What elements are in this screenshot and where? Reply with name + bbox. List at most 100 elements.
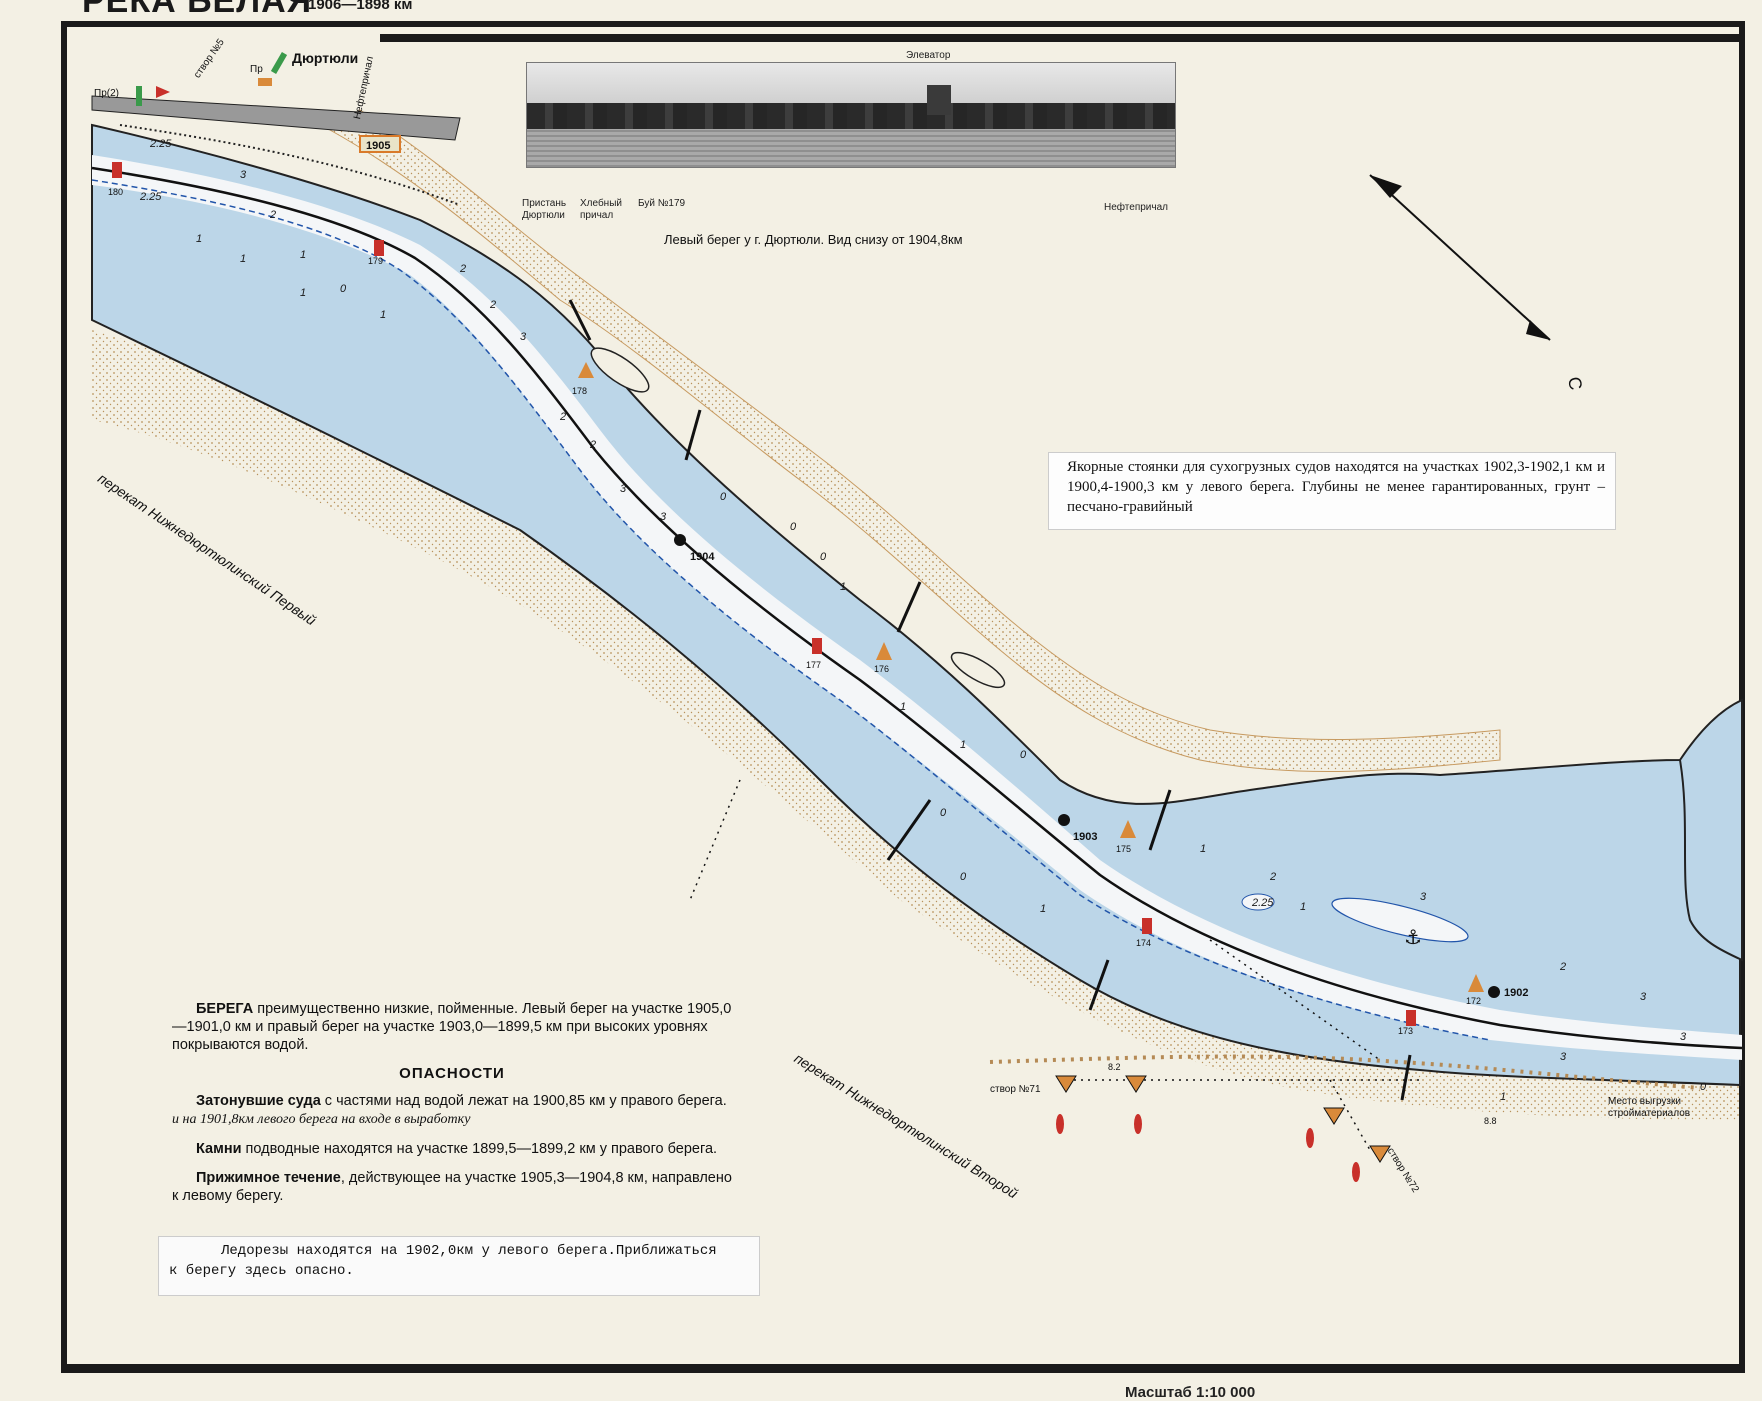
depth-sounding: 3 — [1640, 991, 1647, 1003]
stvor-71-icon — [1055, 1075, 1077, 1093]
depth-sounding: 3 — [660, 511, 667, 523]
depth-sounding: 1 — [300, 287, 306, 299]
stvor-72b-icon — [1369, 1145, 1391, 1163]
buoy-178-icon — [578, 362, 594, 378]
depth-sounding: 2 — [459, 263, 466, 275]
depth-sounding: 0 — [960, 871, 967, 883]
right-bank-edge — [989, 1054, 1701, 1090]
buoy-172-icon — [1468, 974, 1484, 992]
buoy-label-173: 173 — [1398, 1026, 1413, 1036]
km-label-1902: 1902 — [1504, 987, 1528, 999]
sandbar-2 — [950, 651, 1006, 689]
depth-sounding: 2 — [589, 439, 596, 451]
km-label-1905: 1905 — [366, 140, 390, 152]
anchor-icon: ⚓ — [1404, 925, 1422, 949]
right-bank-sand — [92, 330, 1740, 1120]
buoy-180-icon — [112, 162, 122, 178]
depth-8-2: 8.2 — [1108, 1062, 1121, 1072]
buoys: 180 179 178 177 176 175 174 173 172 — [108, 162, 1484, 1036]
photo-label-oil-pier: Нефтепричал — [1104, 202, 1168, 213]
photo-label-grain-pier: Хлебный причал — [580, 198, 622, 221]
depth-sounding: 2 — [1269, 871, 1276, 883]
km-post-1902 — [1488, 986, 1500, 998]
buoy-label-175: 175 — [1116, 844, 1131, 854]
depth-sounding: 1 — [1200, 843, 1206, 855]
depth-8-8: 8.8 — [1484, 1116, 1497, 1126]
isobath-label-2: 2.25 — [139, 191, 162, 203]
pr2-label: Пр(2) — [94, 88, 119, 99]
ice-breaker-note: Ледорезы находятся на 1902,0км у левого … — [158, 1236, 760, 1296]
buoy-label-179: 179 — [368, 256, 383, 266]
town-label: Дюртюли — [292, 50, 359, 66]
channel-edge-dashed — [91, 179, 1491, 1041]
depth-sounding: 2 — [1559, 961, 1566, 973]
depth-sounding: 3 — [1680, 1031, 1687, 1043]
buoy-label-178: 178 — [572, 386, 587, 396]
depth-sounding: 1 — [900, 701, 906, 713]
isobath-label-1: 2.25 — [149, 138, 172, 150]
pr-label-top: Пр — [250, 64, 263, 75]
beacon-green-2-icon — [270, 51, 288, 75]
north-arrow-icon — [1369, 174, 1551, 341]
depth-sounding: 1 — [300, 249, 306, 261]
depth-sounding: 3 — [1420, 891, 1427, 903]
depth-sounding: 1 — [1300, 901, 1306, 913]
depth-sounding: 0 — [820, 551, 827, 563]
chart-km-range: 1906—1898 км — [308, 0, 413, 13]
buoy-label-180: 180 — [108, 187, 123, 197]
depth-sounding: 1 — [240, 253, 246, 265]
stvor-71b-icon — [1125, 1075, 1147, 1093]
depth-sounding: 2 — [269, 209, 276, 221]
range-lines — [689, 779, 1420, 1151]
isobath-label-3: 2.25 — [1251, 897, 1274, 909]
anchorage-note: Якорные стоянки для сухогрузных судов на… — [1048, 452, 1616, 530]
km-label-1904: 1904 — [690, 551, 715, 563]
chart-title: РЕКА БЕЛАЯ — [82, 0, 313, 20]
town-beacons — [136, 51, 288, 106]
km-post-1903 — [1058, 814, 1070, 826]
current-note: Прижимное течение, действующее на участк… — [172, 1170, 732, 1204]
town-embankment — [91, 95, 461, 141]
depth-sounding: 0 — [720, 491, 727, 503]
beacon-flag-icon — [156, 86, 170, 98]
north-arrow-letter: С — [1564, 375, 1586, 391]
sandbar-3 — [1331, 897, 1469, 943]
red-marker-2-icon — [1134, 1114, 1142, 1134]
depth-sounding: 1 — [1040, 903, 1046, 915]
km-label-1903: 1903 — [1073, 831, 1097, 843]
depth-sounding: 1 — [196, 233, 202, 245]
stones-note: Камни подводные находятся на участке 189… — [196, 1141, 718, 1157]
banks-note: БЕРЕГА преимущественно низкие, пойменные… — [172, 1001, 732, 1053]
buoy-label-176: 176 — [874, 664, 889, 674]
photo-label-buoy: Буй №179 — [638, 198, 686, 209]
groins — [568, 299, 1412, 1101]
ice-note-line-2: к берегу здесь опасно. — [169, 1263, 354, 1279]
depth-sounding: 3 — [620, 483, 627, 495]
beacon-orange-icon — [258, 78, 272, 86]
photo-caption: Левый берег у г. Дюртюли. Вид снизу от 1… — [664, 232, 963, 247]
km-posts: 1904 1903 1902 1905 — [359, 135, 1528, 999]
red-marker-3-icon — [1306, 1128, 1314, 1148]
dangers-heading: ОПАСНОСТИ — [399, 1065, 505, 1082]
buoy-173-icon — [1406, 1010, 1416, 1026]
buoy-179-icon — [374, 240, 384, 256]
red-marker-1-icon — [1056, 1114, 1064, 1134]
depth-sounding: 0 — [790, 521, 797, 533]
depth-sounding: 3 — [1560, 1051, 1567, 1063]
pier-railway — [119, 124, 461, 206]
unload-site-label: Место выгрузки стройматериалов — [1608, 1096, 1691, 1119]
buoy-label-174: 174 — [1136, 938, 1151, 948]
wreck-note: Затонувшие суда с частями над водой лежа… — [172, 1093, 727, 1127]
stvor-72-icon — [1323, 1107, 1345, 1125]
buoy-175-icon — [1120, 820, 1136, 838]
left-bank-sand — [329, 109, 1501, 773]
buoy-label-177: 177 — [806, 660, 821, 670]
depth-sounding: 2 — [559, 411, 566, 423]
depth-sounding: 0 — [1700, 1081, 1707, 1093]
depth-sounding: 0 — [1020, 749, 1027, 761]
buoy-177-icon — [812, 638, 822, 654]
depth-sounding: 1 — [380, 309, 386, 321]
depth-sounding: 0 — [340, 283, 347, 295]
